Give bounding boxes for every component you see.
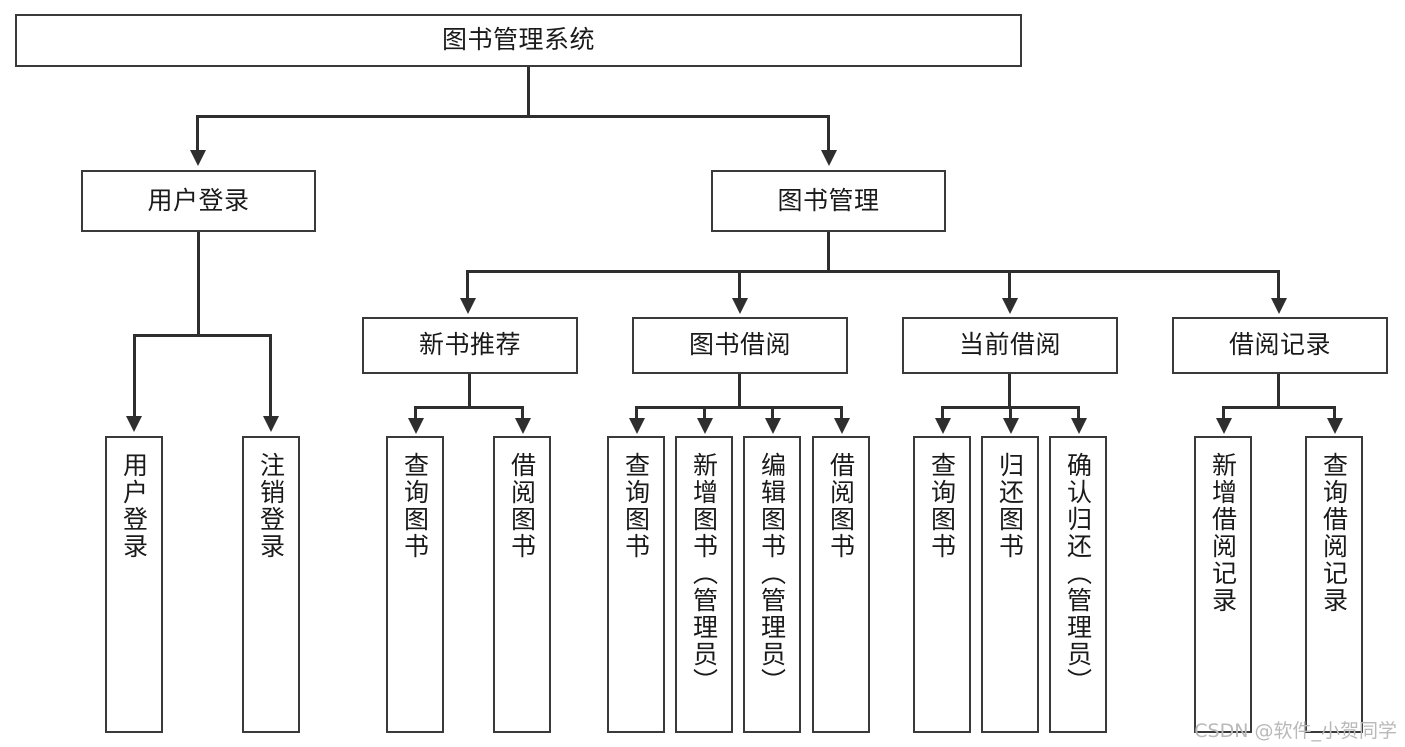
edge-root-to-user-login: [196, 115, 199, 151]
arrowhead-root-to-user-login: [190, 150, 206, 166]
edge-bm-to-book-borrow: [738, 270, 741, 300]
node-label: 新书推荐: [418, 330, 521, 360]
node-label: 借阅图书: [507, 452, 537, 560]
arrowhead-bb-to-leaf-3: [765, 418, 781, 434]
edge-br-to-leaf-2: [1333, 406, 1336, 420]
node-label: 图书管理系统: [441, 25, 595, 55]
arrowhead-bm-to-book-borrow: [732, 298, 748, 314]
node-label: 查询图书: [621, 452, 651, 560]
arrowhead-br-to-leaf-2: [1327, 418, 1343, 434]
node-label: 用户登录: [147, 185, 250, 215]
edge-root-stem: [527, 67, 530, 117]
node-label: 归还图书: [995, 452, 1025, 560]
edge-current-borrow-stem: [1008, 374, 1011, 408]
node-root-book-management-system[interactable]: 图书管理系统: [15, 14, 1022, 67]
edge-new-book-recommend-stem: [468, 374, 471, 408]
arrowhead-nbr-to-leaf-1: [408, 418, 424, 434]
leaf-book-borrow-query-book[interactable]: 查询图书: [607, 436, 665, 733]
arrowhead-cb-to-leaf-1: [935, 418, 951, 434]
node-label: 图书借阅: [688, 330, 791, 360]
arrowhead-bm-to-current-borrow: [1002, 298, 1018, 314]
edge-nbr-to-leaf-2: [521, 406, 524, 420]
leaf-book-borrow-borrow-book[interactable]: 借阅图书: [812, 436, 870, 733]
arrowhead-bb-to-leaf-2: [697, 418, 713, 434]
arrowhead-nbr-to-leaf-2: [515, 418, 531, 434]
leaf-book-borrow-add-book-admin[interactable]: 新增图书（管理员）: [675, 436, 733, 733]
node-label: 新增借阅记录: [1208, 452, 1238, 614]
edge-bm-to-borrow-record: [1277, 270, 1280, 300]
arrowhead-bb-to-leaf-1: [629, 418, 645, 434]
leaf-borrow-record-query-record[interactable]: 查询借阅记录: [1305, 436, 1363, 733]
edge-root-bus: [196, 115, 830, 118]
arrowhead-bm-to-borrow-record: [1271, 298, 1287, 314]
edge-bb-to-leaf-4: [840, 406, 843, 420]
arrowhead-bb-to-leaf-4: [834, 418, 850, 434]
node-label: 查询图书: [400, 452, 430, 560]
edge-book-borrow-stem: [738, 374, 741, 408]
arrowhead-root-to-book-management: [821, 150, 837, 166]
node-label: 查询图书: [927, 452, 957, 560]
node-current-borrow[interactable]: 当前借阅: [902, 317, 1118, 374]
node-borrow-record[interactable]: 借阅记录: [1172, 317, 1388, 374]
leaf-current-borrow-query-book[interactable]: 查询图书: [913, 436, 971, 733]
edge-nbr-to-leaf-1: [414, 406, 417, 420]
node-label: 图书管理: [777, 185, 880, 215]
edge-cb-to-leaf-1: [941, 406, 944, 420]
edge-user-login-to-leaf-2: [269, 334, 272, 418]
edge-br-to-leaf-1: [1222, 406, 1225, 420]
edge-borrow-record-stem: [1277, 374, 1280, 408]
arrowhead-cb-to-leaf-2: [1003, 418, 1019, 434]
edge-bm-to-new-book-recommend: [466, 270, 469, 300]
node-label: 当前借阅: [958, 330, 1061, 360]
edge-user-login-bus: [133, 334, 271, 337]
node-label: 确认归还（管理员）: [1063, 452, 1093, 695]
edge-book-borrow-bus: [635, 406, 843, 409]
arrowhead-user-login-to-leaf-2: [263, 416, 279, 432]
node-label: 用户登录: [119, 452, 149, 560]
edge-root-to-book-management: [827, 115, 830, 151]
edge-book-management-stem: [827, 232, 830, 272]
arrowhead-cb-to-leaf-3: [1071, 418, 1087, 434]
edge-cb-to-leaf-2: [1009, 406, 1012, 420]
node-user-login[interactable]: 用户登录: [81, 170, 316, 232]
leaf-current-borrow-return-book[interactable]: 归还图书: [981, 436, 1039, 733]
edge-user-login-to-leaf-1: [133, 334, 136, 418]
arrowhead-user-login-to-leaf-1: [126, 416, 142, 432]
node-new-book-recommend[interactable]: 新书推荐: [362, 317, 578, 374]
edge-new-book-recommend-bus: [414, 406, 524, 409]
leaf-user-login-logout[interactable]: 注销登录: [242, 436, 300, 733]
node-book-management[interactable]: 图书管理: [711, 170, 946, 232]
node-label: 借阅图书: [826, 452, 856, 560]
leaf-book-borrow-edit-book-admin[interactable]: 编辑图书（管理员）: [743, 436, 801, 733]
leaf-new-book-recommend-query-book[interactable]: 查询图书: [386, 436, 444, 733]
node-label: 注销登录: [256, 452, 286, 560]
edge-borrow-record-bus: [1222, 406, 1336, 409]
edge-bb-to-leaf-1: [635, 406, 638, 420]
node-label: 查询借阅记录: [1319, 452, 1349, 614]
edge-bm-to-current-borrow: [1008, 270, 1011, 300]
leaf-borrow-record-add-record[interactable]: 新增借阅记录: [1194, 436, 1252, 733]
arrowhead-bm-to-new-book-recommend: [460, 298, 476, 314]
leaf-user-login-login[interactable]: 用户登录: [105, 436, 163, 733]
edge-bb-to-leaf-3: [771, 406, 774, 420]
leaf-current-borrow-confirm-return-admin[interactable]: 确认归还（管理员）: [1049, 436, 1107, 733]
node-book-borrow[interactable]: 图书借阅: [632, 317, 848, 374]
node-label: 编辑图书（管理员）: [757, 452, 787, 695]
edge-cb-to-leaf-3: [1077, 406, 1080, 420]
node-label: 新增图书（管理员）: [689, 452, 719, 695]
node-label: 借阅记录: [1228, 330, 1331, 360]
leaf-new-book-recommend-borrow-book[interactable]: 借阅图书: [493, 436, 551, 733]
edge-bb-to-leaf-2: [703, 406, 706, 420]
edge-user-login-stem: [197, 232, 200, 336]
arrowhead-br-to-leaf-1: [1216, 418, 1232, 434]
edge-book-management-bus: [466, 270, 1280, 273]
